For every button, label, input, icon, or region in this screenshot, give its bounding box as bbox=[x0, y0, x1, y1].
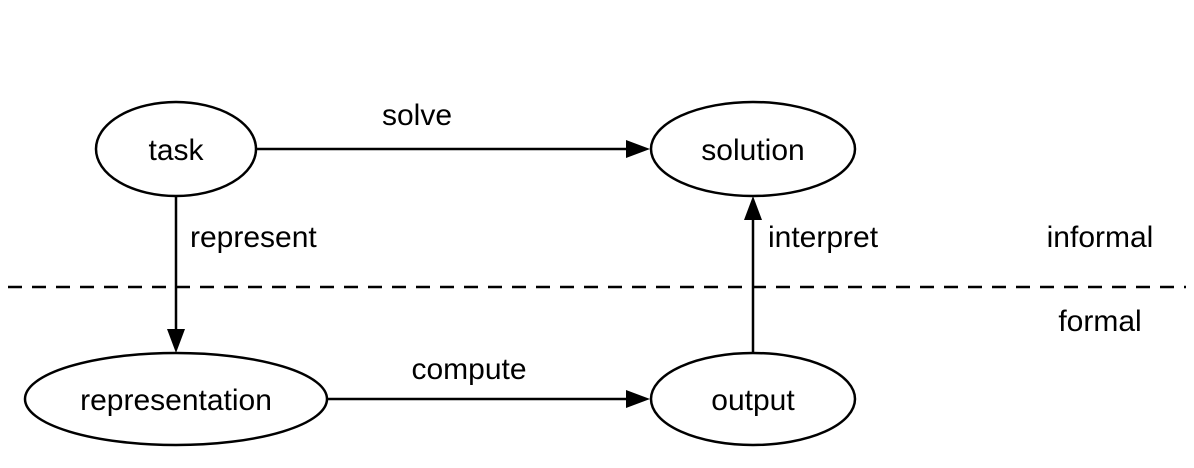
edge-represent-arrowhead bbox=[167, 329, 185, 353]
edge-represent: represent bbox=[167, 196, 317, 353]
edge-compute-arrowhead bbox=[626, 390, 650, 408]
node-representation-label: representation bbox=[80, 384, 272, 417]
edge-label-compute: compute bbox=[411, 353, 526, 386]
node-representation-ellipse bbox=[23, 351, 329, 447]
edge-interpret: interpret bbox=[744, 196, 879, 353]
node-solution: solution bbox=[649, 100, 857, 198]
edge-label-solve: solve bbox=[382, 99, 452, 132]
edge-solve: solve bbox=[257, 99, 650, 158]
node-task-ellipse bbox=[94, 100, 258, 198]
edge-label-represent: represent bbox=[190, 221, 317, 254]
node-solution-label: solution bbox=[701, 134, 804, 167]
node-task-label: task bbox=[148, 134, 204, 167]
edge-label-interpret: interpret bbox=[768, 221, 879, 254]
region-label-informal: informal bbox=[1047, 221, 1154, 254]
node-output: output bbox=[649, 351, 857, 447]
region-label-formal: formal bbox=[1058, 305, 1141, 338]
node-output-ellipse bbox=[649, 351, 857, 447]
node-output-label: output bbox=[711, 384, 795, 417]
edge-compute: compute bbox=[328, 353, 650, 408]
node-representation: representation bbox=[23, 351, 329, 447]
node-task: task bbox=[94, 100, 258, 198]
edge-interpret-arrowhead bbox=[744, 196, 762, 220]
edge-solve-arrowhead bbox=[626, 140, 650, 158]
node-solution-ellipse bbox=[649, 100, 857, 198]
